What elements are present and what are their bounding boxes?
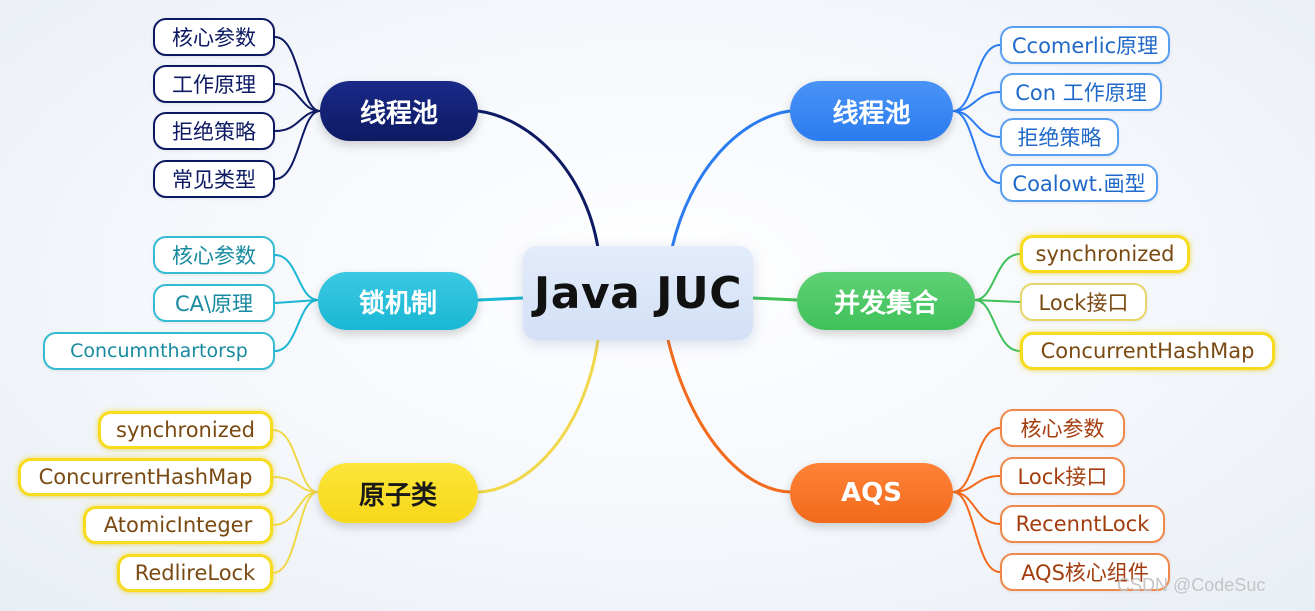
leaf-tr-4[interactable]: Coalowt.画型 xyxy=(1000,164,1158,202)
link-mr-leaf-1 xyxy=(974,253,1021,301)
leaf-tr-3[interactable]: 拒绝策略 xyxy=(1000,118,1119,156)
leaf-br-2[interactable]: Lock接口 xyxy=(1000,457,1125,495)
leaf-mr-2[interactable]: Lock接口 xyxy=(1020,283,1147,321)
link-tl-leaf-4 xyxy=(274,110,321,180)
leaf-tl-2[interactable]: 工作原理 xyxy=(153,65,275,103)
link-br-leaf-2 xyxy=(952,475,1001,493)
link-bl-leaf-4 xyxy=(272,491,319,574)
branch-lock-mechanism[interactable]: 锁机制 xyxy=(318,272,478,330)
link-center-mid-left xyxy=(477,296,524,302)
link-tr-leaf-4 xyxy=(952,110,1001,184)
branch-thread-pool-right[interactable]: 线程池 xyxy=(790,81,953,141)
link-mr-leaf-2 xyxy=(974,299,1021,303)
link-bl-leaf-2 xyxy=(272,476,319,493)
leaf-bl-4[interactable]: RedlireLock xyxy=(117,554,273,592)
leaf-bl-3[interactable]: AtomicInteger xyxy=(83,506,273,544)
link-ml-leaf-1 xyxy=(274,254,319,301)
leaf-tr-1[interactable]: Ccomerlic原理 xyxy=(1000,26,1170,64)
link-center-bottom-left xyxy=(477,339,600,494)
leaf-mr-3[interactable]: ConcurrentHashMap xyxy=(1020,332,1275,370)
leaf-ml-1[interactable]: 核心参数 xyxy=(153,236,275,274)
watermark-text: CSDN @CodeSuc xyxy=(1117,575,1266,595)
leaf-bl-2[interactable]: ConcurrentHashMap xyxy=(18,458,273,496)
leaf-bl-1[interactable]: synchronized xyxy=(98,411,273,449)
center-node[interactable]: Java JUC xyxy=(523,246,753,340)
link-br-leaf-3 xyxy=(952,491,1001,525)
link-center-mid-right xyxy=(752,296,798,302)
link-center-top-left xyxy=(477,109,600,249)
leaf-tl-1[interactable]: 核心参数 xyxy=(153,18,275,56)
leaf-tl-4[interactable]: 常见类型 xyxy=(153,160,275,198)
leaf-ml-2[interactable]: CA\原理 xyxy=(153,284,275,322)
leaf-ml-3[interactable]: Concumnthartorsp xyxy=(43,332,275,370)
link-br-leaf-1 xyxy=(952,427,1001,493)
leaf-tl-3[interactable]: 拒绝策略 xyxy=(153,112,275,150)
link-tl-leaf-2 xyxy=(274,83,321,112)
link-tr-leaf-1 xyxy=(952,44,1001,112)
branch-concurrent-collections[interactable]: 并发集合 xyxy=(797,272,975,330)
branch-aqs[interactable]: AQS xyxy=(790,463,953,523)
leaf-mr-1[interactable]: synchronized xyxy=(1020,235,1190,273)
link-mr-leaf-3 xyxy=(974,299,1021,352)
leaf-br-4[interactable]: AQS核心组件 xyxy=(1000,553,1170,591)
branch-thread-pool-left[interactable]: 线程池 xyxy=(320,81,478,141)
link-br-leaf-4 xyxy=(952,491,1001,573)
branch-atomic-classes[interactable]: 原子类 xyxy=(318,463,478,523)
link-ml-leaf-2 xyxy=(274,299,319,304)
link-center-top-right xyxy=(670,109,791,249)
leaf-tr-2[interactable]: Con 工作原理 xyxy=(1000,73,1162,111)
link-tl-leaf-1 xyxy=(274,36,321,112)
link-tr-leaf-2 xyxy=(952,91,1001,112)
leaf-br-3[interactable]: RecenntLock xyxy=(1000,505,1165,543)
leaf-br-1[interactable]: 核心参数 xyxy=(1000,409,1125,447)
link-center-bottom-right xyxy=(666,339,791,494)
link-ml-leaf-3 xyxy=(274,299,319,352)
link-bl-leaf-1 xyxy=(272,429,319,493)
